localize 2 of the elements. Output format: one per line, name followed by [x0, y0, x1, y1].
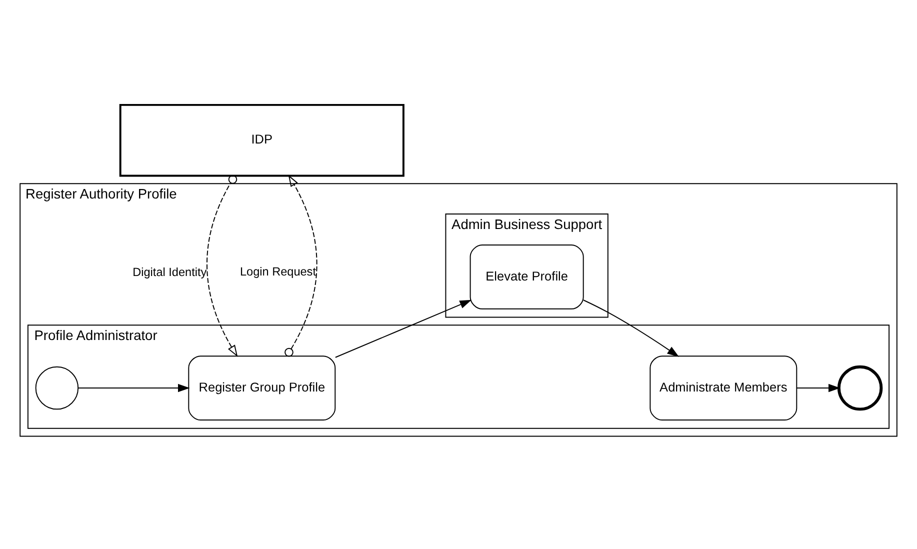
edge-label: Login Request — [240, 266, 316, 279]
edge-label: Digital Identity — [132, 266, 207, 279]
